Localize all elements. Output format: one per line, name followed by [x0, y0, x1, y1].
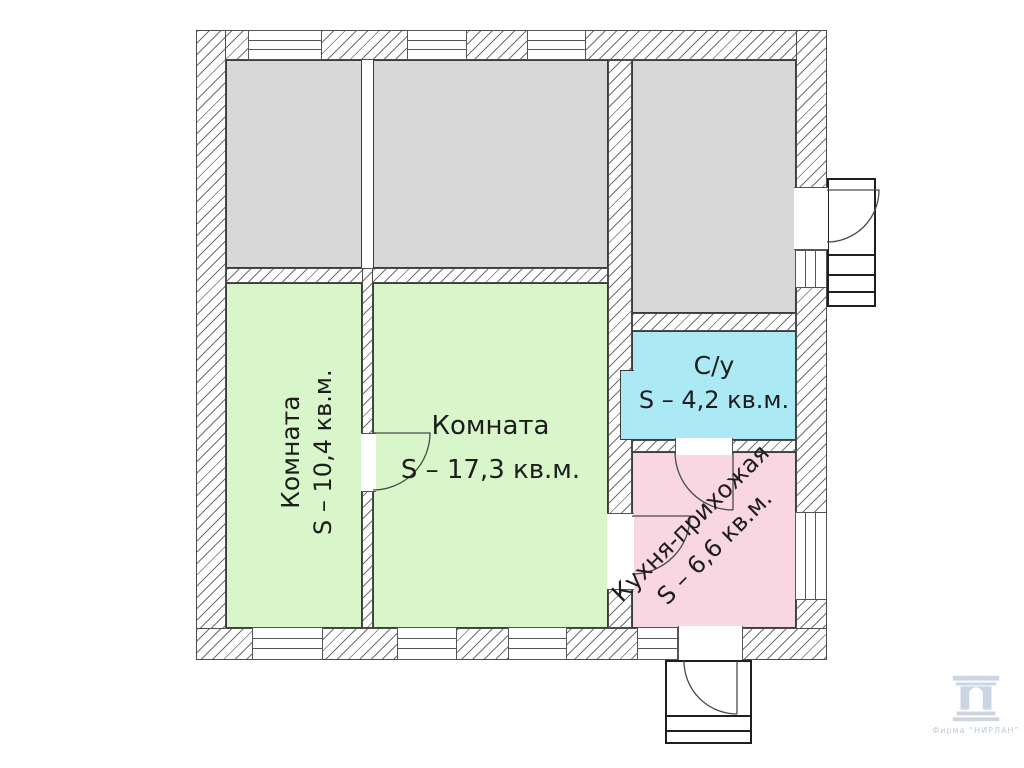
door-opening-bathroom — [675, 438, 733, 455]
porch-step — [827, 291, 876, 293]
window-bottom-1 — [252, 627, 323, 660]
label-room-left: Комната S – 10,4 кв.м. — [275, 357, 337, 547]
porch-step — [827, 274, 876, 276]
porch-right — [827, 178, 876, 307]
window-right-gray-room — [795, 250, 827, 288]
room-name: Комната — [275, 395, 305, 509]
watermark: Фирма “НИРЛАН” — [928, 672, 1024, 735]
wall-left — [196, 30, 226, 660]
label-bathroom: С/у S – 4,2 кв.м. — [630, 351, 798, 414]
window-top-1 — [248, 30, 322, 60]
window-right-kitchen — [795, 512, 827, 600]
porch-bottom — [665, 660, 752, 744]
wall-under-gray-room — [632, 313, 796, 331]
window-top-3 — [527, 30, 586, 60]
room-bathroom-notch — [620, 370, 634, 440]
room-name: С/у — [693, 351, 735, 380]
door-opening-kitchen-bottom — [678, 626, 743, 660]
room-bathroom — [632, 331, 796, 440]
window-bottom-3 — [508, 627, 567, 660]
wall-mid-horizontal-left — [226, 268, 608, 283]
label-room-center: Комната S – 17,3 кв.м. — [373, 411, 608, 486]
room-area: S – 4,2 кв.м. — [638, 385, 790, 414]
room-area: S – 17,3 кв.м. — [400, 454, 581, 485]
door-opening-between-rooms — [361, 433, 376, 492]
room-area: S – 10,4 кв.м. — [308, 369, 337, 535]
room-storage-top-left — [226, 60, 362, 268]
window-bottom-2 — [397, 627, 457, 660]
door-opening-kitchen-left — [607, 513, 634, 590]
porch-step — [665, 730, 752, 732]
porch-step — [827, 254, 876, 256]
door-opening-right-exterior — [794, 187, 828, 250]
room-storage-top-right — [632, 60, 796, 313]
columns-logo-icon — [952, 675, 1000, 722]
room-left — [226, 283, 362, 628]
room-storage-top-center — [373, 60, 608, 268]
window-kitchen-bottom — [637, 627, 678, 660]
porch-step — [665, 715, 752, 717]
room-name: Комната — [431, 411, 550, 441]
window-top-2 — [407, 30, 467, 60]
watermark-text: Фирма “НИРЛАН” — [932, 726, 1020, 735]
